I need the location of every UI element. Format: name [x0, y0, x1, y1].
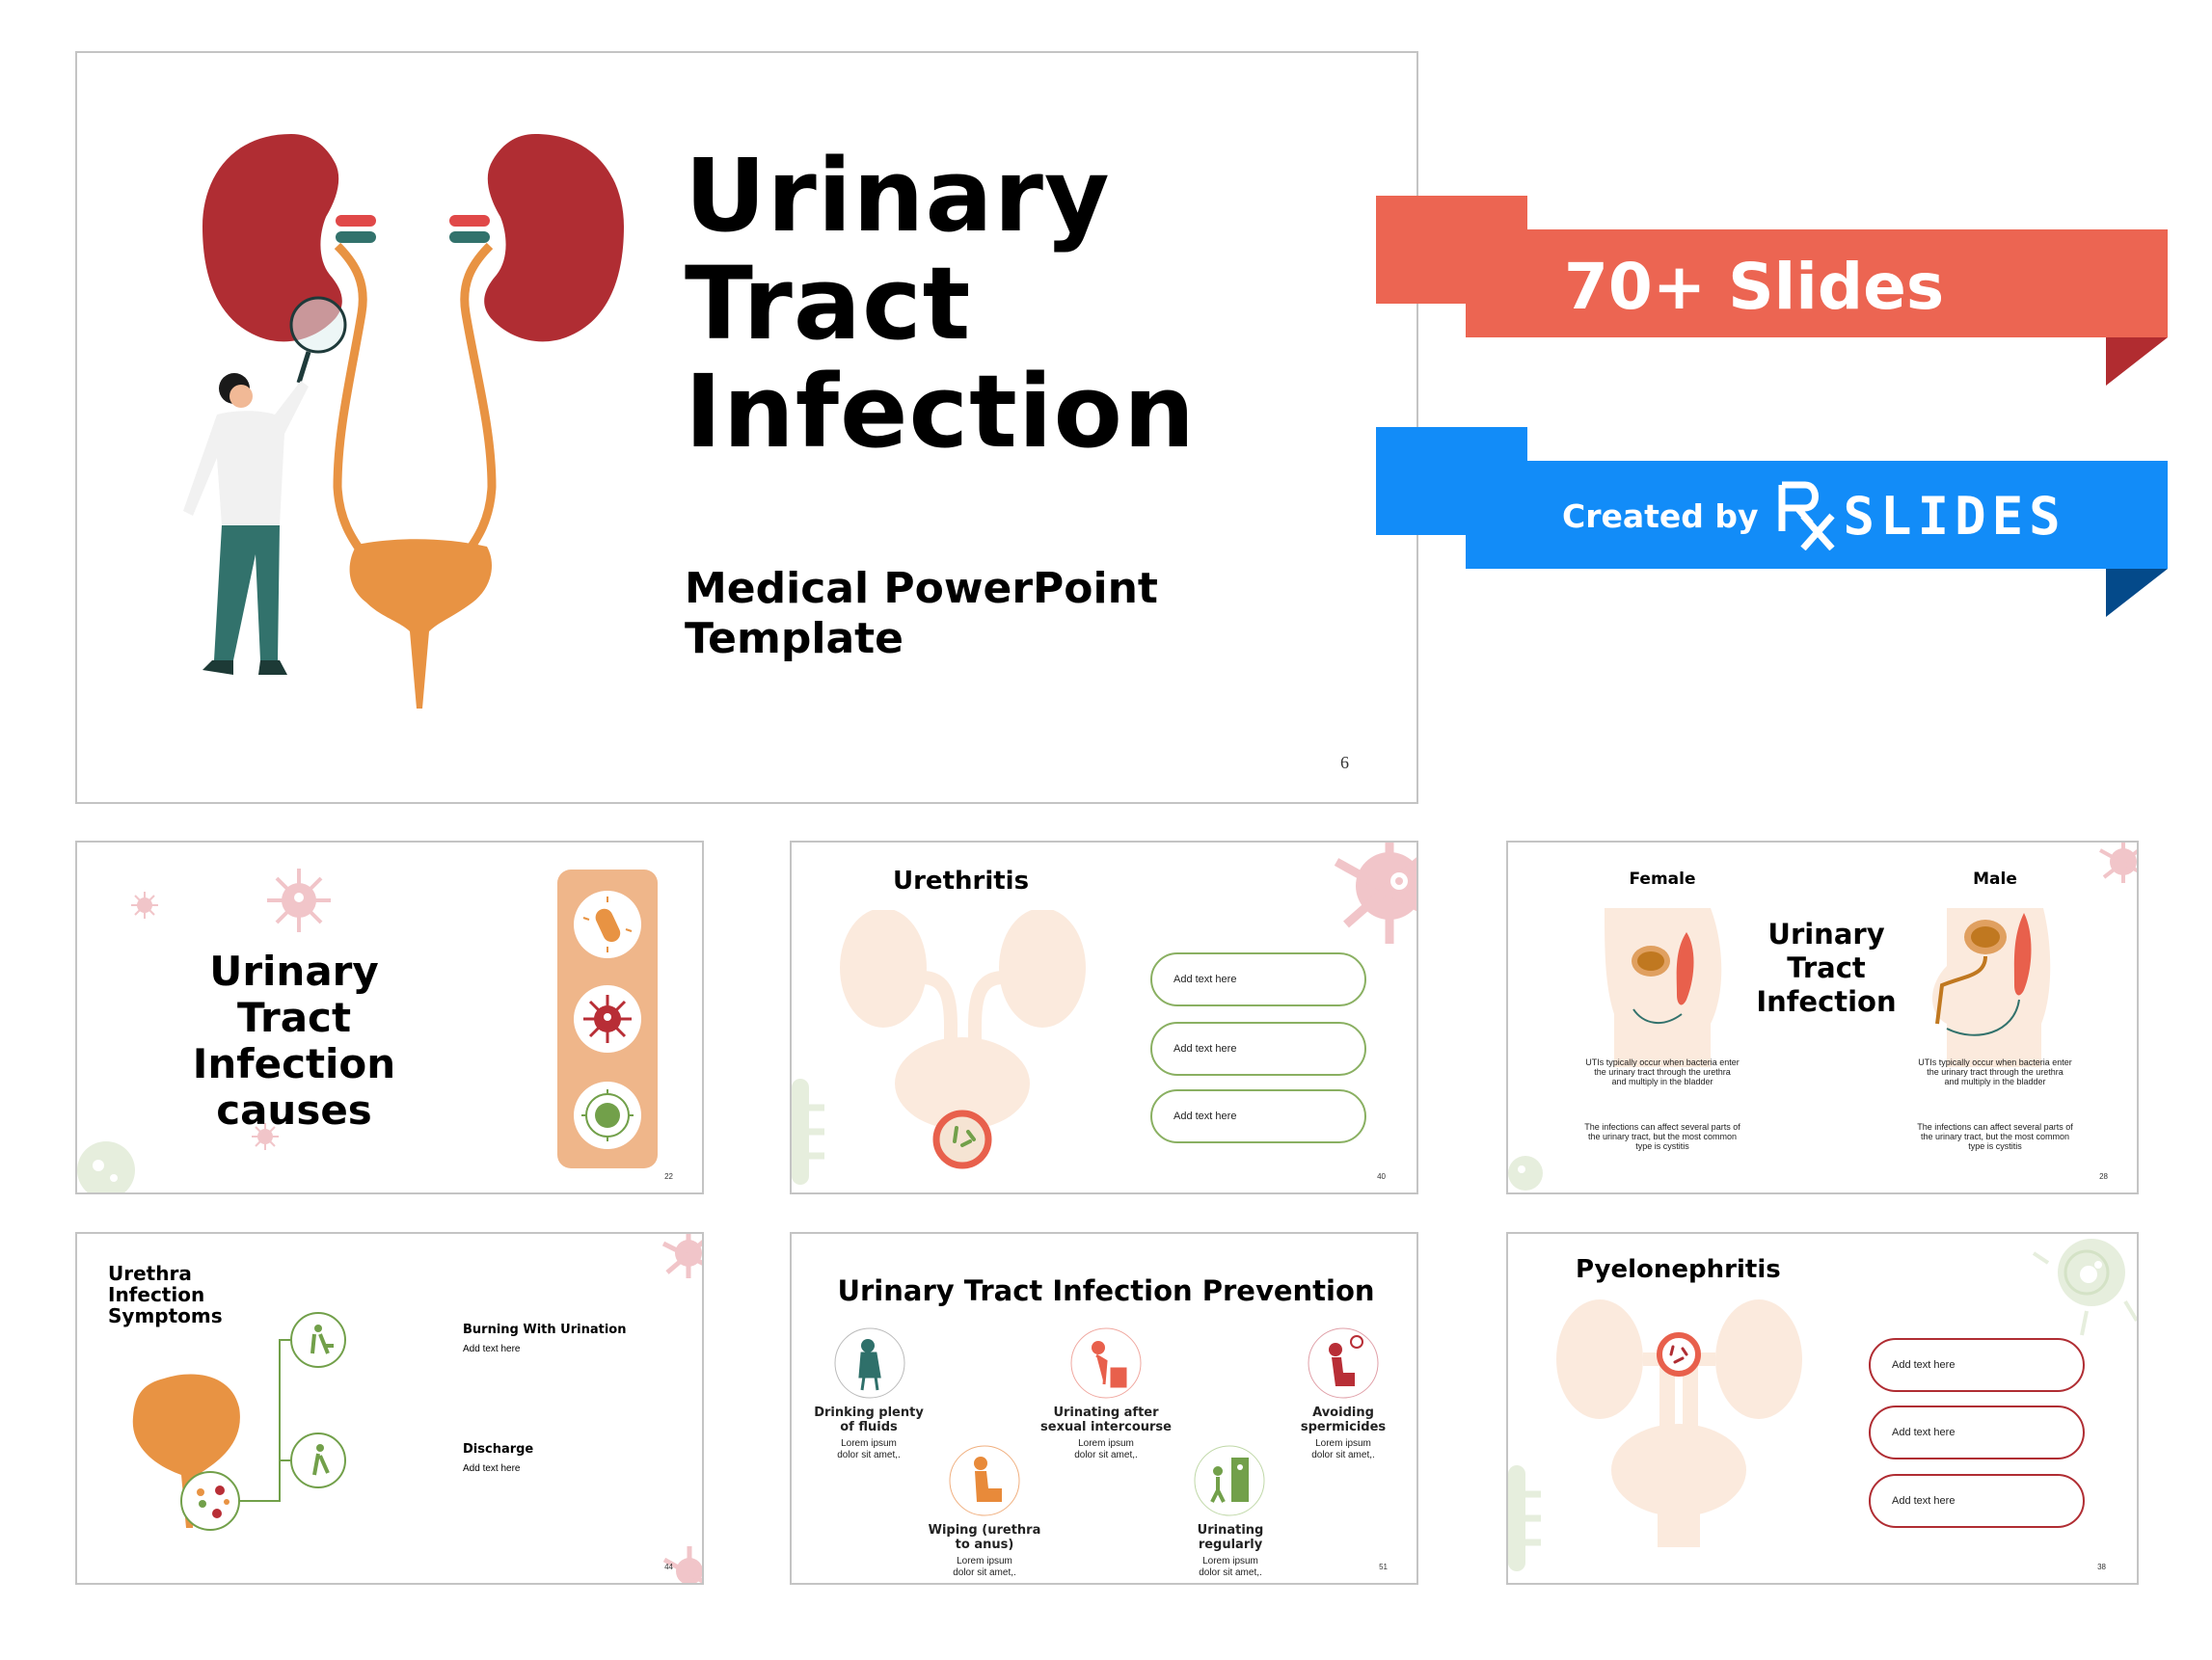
urinating-after-intercourse-icon: [1070, 1327, 1142, 1399]
slide-center-title: Urinary Tract Infection: [1756, 918, 1897, 1018]
main-title: Urinary Tract Infection: [685, 137, 1197, 470]
bacteria-decoration-icon: [1508, 1465, 1541, 1571]
cell-decoration-icon: [2032, 1239, 2137, 1336]
brand-name: SLIDES: [1843, 485, 2066, 547]
slide-title: Pyelonephritis: [1576, 1255, 1781, 1284]
bladder-symptoms-diagram: [132, 1312, 346, 1531]
urinating-regularly-icon: [1194, 1445, 1265, 1516]
causes-icon-panel: [557, 870, 658, 1168]
add-text-pill-2[interactable]: Add text here: [1869, 1406, 2085, 1459]
page-number: 38: [2097, 1563, 2106, 1571]
male-label: Male: [1973, 870, 2017, 889]
avoiding-spermicides-icon: [1308, 1327, 1379, 1399]
prevention-text-3: Lorem ipsum dolor sit amet,.: [1074, 1438, 1138, 1460]
page-number: 44: [664, 1563, 673, 1571]
prevention-text-1: Lorem ipsum dolor sit amet,.: [837, 1438, 901, 1460]
add-text-pill-1[interactable]: Add text here: [1150, 952, 1366, 1006]
kidney-urinary-tract-illustration: [183, 134, 624, 709]
prevention-heading-2: Wiping (urethra to anus): [928, 1523, 1041, 1552]
virus-decoration-icon: [662, 1546, 702, 1583]
add-text-pill-3[interactable]: Add text here: [1869, 1474, 2085, 1528]
prevention-text-2: Lorem ipsum dolor sit amet,.: [953, 1556, 1016, 1578]
thumbnail-slide-22[interactable]: Urinary Tract Infection causes 22: [75, 841, 704, 1194]
page-number: 51: [1379, 1563, 1388, 1571]
virus-decoration-icon: [267, 869, 331, 932]
male-text-2: The infections can affect several parts …: [1917, 1122, 2073, 1151]
prevention-heading-3: Urinating after sexual intercourse: [1040, 1406, 1172, 1434]
page-number: 40: [1377, 1172, 1386, 1181]
thumbnail-slide-51[interactable]: Urinary Tract Infection Prevention Drink…: [790, 1232, 1418, 1585]
prevention-heading-1: Drinking plenty of fluids: [814, 1406, 924, 1434]
bacteria-decoration-icon: [792, 1079, 824, 1185]
slide-title: Urethra Infection Symptoms: [108, 1262, 223, 1327]
female-text-1: UTIs typically occur when bacteria enter…: [1585, 1058, 1740, 1086]
created-by-banner: Created by SLIDES: [1562, 481, 2066, 550]
symptom-heading-burning: Burning With Urination: [463, 1323, 627, 1337]
virus-decoration-icon: [252, 1123, 279, 1150]
female-anatomy-illustration: [1605, 908, 1722, 1067]
slide-title: Urethritis: [893, 867, 1030, 896]
slide-title: Urinary Tract Infection causes: [192, 948, 396, 1134]
thumbnail-slide-38[interactable]: Pyelonephritis Add text here Add text he…: [1506, 1232, 2139, 1585]
prevention-text-5: Lorem ipsum dolor sit amet,.: [1311, 1438, 1375, 1460]
add-text-pill-3[interactable]: Add text here: [1150, 1089, 1366, 1143]
main-subtitle: Medical PowerPoint Template: [685, 564, 1158, 663]
prevention-text-4: Lorem ipsum dolor sit amet,.: [1199, 1556, 1262, 1578]
main-slide-preview[interactable]: Urinary Tract Infection Medical PowerPoi…: [75, 51, 1418, 804]
virus-decoration-icon: [661, 1234, 702, 1278]
virus-decoration-icon: [1334, 843, 1416, 944]
thumbnail-slide-44[interactable]: Urethra Infection Symptoms Burning With …: [75, 1232, 704, 1585]
thumbnail-slide-40[interactable]: Urethritis Add text here Add text here A…: [790, 841, 1418, 1194]
symptom-text-burning: Add text here: [463, 1344, 521, 1354]
female-text-2: The infections can affect several parts …: [1584, 1122, 1740, 1151]
symptom-heading-discharge: Discharge: [463, 1442, 534, 1457]
add-text-pill-1[interactable]: Add text here: [1869, 1338, 2085, 1392]
drinking-fluids-icon: [834, 1327, 905, 1399]
symptom-text-discharge: Add text here: [463, 1463, 521, 1474]
page-number: 6: [1340, 753, 1349, 772]
cell-decoration-icon: [77, 1141, 135, 1192]
wiping-icon: [949, 1445, 1020, 1516]
male-text-1: UTIs typically occur when bacteria enter…: [1918, 1058, 2072, 1086]
male-anatomy-illustration: [1932, 908, 2051, 1067]
slides-count-banner: 70+ Slides: [1564, 250, 1945, 324]
female-label: Female: [1629, 870, 1696, 889]
bacteria-icon: [574, 891, 641, 958]
thumbnail-slide-28[interactable]: Female Male Urinary Tract Infection UTIs…: [1506, 841, 2139, 1194]
fungus-icon: [574, 1082, 641, 1149]
virus-decoration-icon: [131, 892, 158, 919]
prevention-heading-5: Avoiding spermicides: [1300, 1406, 1387, 1434]
virus-decoration-icon: [2099, 843, 2137, 883]
urinary-tract-illustration: [1556, 1299, 1802, 1547]
ribbons-graphic: [1376, 196, 2168, 617]
rx-logo-icon: [1778, 481, 1835, 550]
page-number: 28: [2099, 1172, 2108, 1181]
virus-icon: [574, 985, 641, 1053]
cell-decoration-icon: [1508, 1156, 1543, 1191]
prevention-heading-4: Urinating regularly: [1197, 1523, 1264, 1552]
add-text-pill-2[interactable]: Add text here: [1150, 1022, 1366, 1076]
created-by-label: Created by: [1562, 496, 1759, 535]
urinary-tract-illustration: [840, 910, 1086, 1169]
page-number: 22: [664, 1172, 673, 1181]
slide-title: Urinary Tract Infection Prevention: [837, 1274, 1375, 1307]
